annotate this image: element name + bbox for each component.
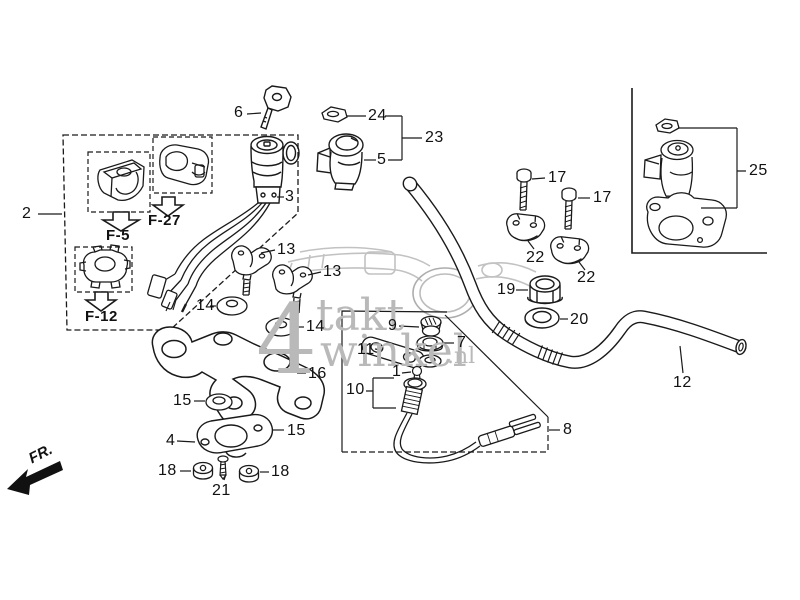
- callout-14-a: 14: [196, 297, 215, 314]
- group-box-f27: [152, 136, 213, 194]
- part-6-key: [260, 85, 292, 130]
- callout-14-b: 14: [306, 318, 325, 335]
- callout-8: 8: [563, 421, 573, 438]
- part-17-bolt-a: [516, 168, 532, 211]
- subassembly-ref-f12: F-12: [85, 308, 118, 325]
- watermark-tld: .nl: [447, 344, 476, 369]
- callout-11: 11: [357, 341, 375, 358]
- part-24-plate: [321, 106, 348, 123]
- callout-17-a: 17: [548, 169, 567, 186]
- f27-arrow-icon: [150, 196, 186, 217]
- part-9-grommet: [420, 315, 442, 337]
- part-7-nut: [416, 335, 444, 352]
- callout-18-b: 18: [271, 463, 290, 480]
- callout-23: 23: [425, 129, 444, 146]
- part-19-flange-nut: [527, 275, 563, 305]
- ghost-assembled-handlebar: [287, 246, 537, 319]
- watermark-figure: 4: [256, 284, 318, 396]
- callout-3: 3: [285, 188, 295, 205]
- part-18-nut-a: [192, 461, 214, 480]
- f12-arrow-icon: [83, 291, 119, 312]
- part-f5-rubber-mount: [97, 159, 145, 202]
- callout-13-a: 13: [277, 241, 296, 258]
- callout-13-b: 13: [323, 263, 342, 280]
- callout-17-b: 17: [593, 189, 612, 206]
- callout-9: 9: [388, 317, 398, 334]
- watermark-word2: winkel: [320, 326, 467, 377]
- callout-21: 21: [212, 482, 231, 499]
- part-4-lower-holder: [196, 413, 274, 458]
- watermark-word1: takt: [316, 290, 405, 341]
- callout-24: 24: [368, 107, 387, 124]
- part-22-clamp-b: [550, 236, 590, 265]
- callout-15-b: 15: [287, 422, 306, 439]
- callout-6: 6: [234, 104, 244, 121]
- part-5-switch-housing: [316, 133, 364, 191]
- callout-20: 20: [570, 311, 589, 328]
- callout-15-a: 15: [173, 392, 192, 409]
- part-20-washer: [524, 307, 560, 329]
- f5-arrow-icon: [100, 211, 142, 232]
- ignition-switch-wire-harness: [147, 202, 271, 313]
- part-13-clamp-b: [272, 264, 313, 314]
- fr-direction-arrow-icon: [7, 461, 63, 495]
- callout-22-a: 22: [526, 249, 545, 266]
- part-21-screw: [217, 455, 229, 480]
- part-14-washer-b: [265, 317, 297, 337]
- group-box-25-corner: [631, 88, 767, 254]
- callout-25: 25: [749, 162, 768, 179]
- callout-19: 19: [497, 281, 516, 298]
- callout-2: 2: [22, 205, 32, 222]
- callout-18-a: 18: [158, 462, 177, 479]
- part-10-socket: [393, 377, 541, 464]
- group-box-8: [341, 310, 549, 453]
- part-14-washer-a: [216, 296, 248, 316]
- subassembly-ref-f5: F-5: [106, 227, 130, 244]
- group-box-2: [62, 134, 299, 331]
- part-17-bolt-b: [561, 187, 577, 230]
- part-15-washer-a: [205, 393, 233, 411]
- part-16-top-bridge: [151, 326, 326, 425]
- part-18-nut-b: [238, 464, 260, 483]
- callout-4: 4: [166, 432, 176, 449]
- part-12-handlebar: [402, 176, 747, 369]
- part-3-ignition-switch: [250, 135, 300, 204]
- callout-1: 1: [392, 363, 402, 380]
- part-f12-knob: [79, 244, 131, 289]
- part-25-group: [643, 118, 728, 248]
- callout-leader-lines: [38, 112, 746, 481]
- part-11-plate: [361, 336, 442, 369]
- subassembly-ref-f27: F-27: [148, 212, 181, 229]
- callout-7: 7: [457, 334, 467, 351]
- callout-22-b: 22: [577, 269, 596, 286]
- part-f27-cable-clamp: [159, 144, 210, 186]
- part-22-clamp-a: [506, 213, 546, 242]
- handlebar-knurl-band-right: [537, 345, 563, 366]
- callout-10: 10: [346, 381, 365, 398]
- callout-12: 12: [673, 374, 692, 391]
- callout-16: 16: [308, 365, 327, 382]
- handlebar-knurl-band-left: [491, 320, 521, 346]
- callout-5: 5: [377, 151, 387, 168]
